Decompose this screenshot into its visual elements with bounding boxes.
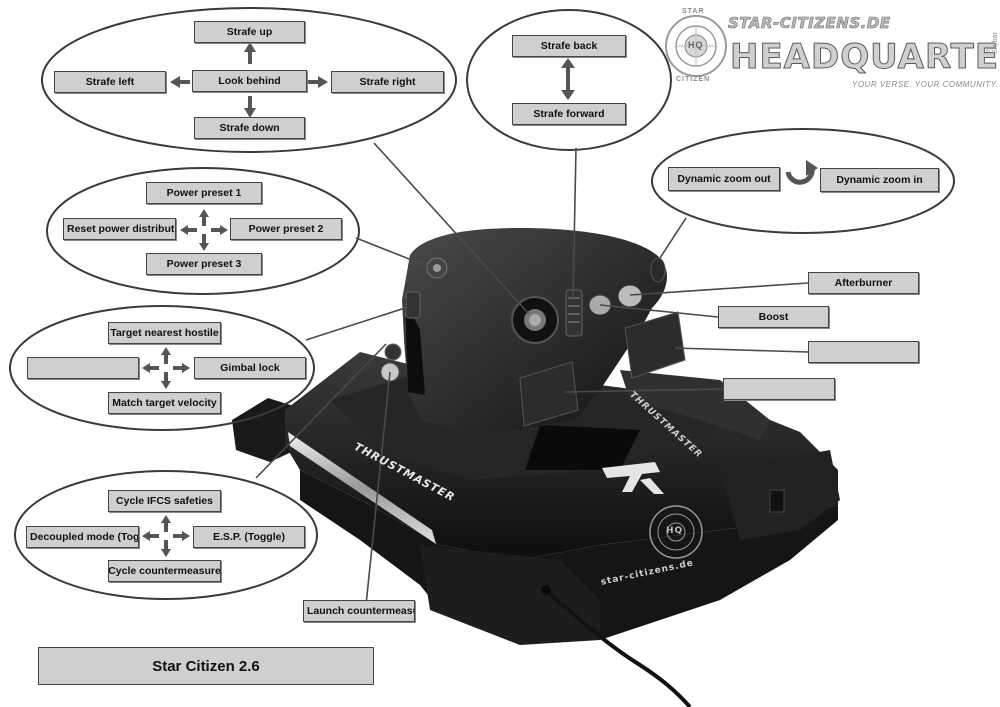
afterburner-label: Afterburner: [808, 272, 919, 294]
look-behind-label: Look behind: [192, 70, 307, 92]
cycle-countermeasure-label: Cycle countermeasure: [108, 560, 221, 582]
power-preset-1-label: Power preset 1: [146, 182, 262, 204]
top-hat-ellipse: [41, 7, 457, 153]
logo-site: STAR-CITIZENS.DE: [728, 14, 891, 33]
power-hat-ellipse: [46, 167, 360, 295]
dynamic-zoom-out-label: Dynamic zoom out: [668, 167, 780, 191]
rotate-icon: [785, 160, 818, 185]
power-preset-2-label: Power preset 2: [230, 218, 342, 240]
boost-label: Boost: [718, 306, 829, 328]
headquarter-seal-icon: [665, 15, 727, 77]
logo-byline: by Skybar: [985, 32, 999, 54]
seal-top-text: STAR: [682, 8, 705, 15]
slider-ellipse: [466, 9, 672, 151]
launch-countermeasure-label: Launch countermeasure: [303, 600, 415, 622]
dynamic-zoom-in-label: Dynamic zoom in: [820, 168, 939, 192]
power-preset-3-label: Power preset 3: [146, 253, 262, 275]
strafe-forward-label: Strafe forward: [512, 103, 626, 125]
target-nearest-hostile-label: Target nearest hostile: [108, 322, 221, 344]
strafe-down-label: Strafe down: [194, 117, 305, 139]
gimbal-lock-label: Gimbal lock: [194, 357, 306, 379]
logo-tagline: YOUR VERSE. YOUR COMMUNITY.: [852, 80, 999, 89]
strafe-right-label: Strafe right: [331, 71, 444, 93]
throttle-grip: [380, 228, 686, 432]
strafe-left-label: Strafe left: [54, 71, 166, 93]
cycle-ifcs-safeties-label: Cycle IFCS safeties: [108, 490, 221, 512]
strafe-up-label: Strafe up: [194, 21, 305, 43]
reset-power-distribution-label: Reset power distribution: [63, 218, 176, 240]
base-seal-mark: HQ: [666, 526, 684, 536]
ifcs-hat-ellipse: [14, 470, 318, 600]
wheel-ellipse: [651, 128, 955, 234]
esp-toggle-label: E.S.P. (Toggle): [193, 526, 305, 548]
logo-name: HEADQUARTER: [729, 37, 1000, 77]
match-target-velocity-label: Match target velocity: [108, 392, 221, 414]
seal-bottom-text: CITIZEN: [676, 76, 711, 83]
target-hat-ellipse: [9, 305, 315, 431]
paddle-upper-label: [808, 341, 919, 363]
seal-mark: HQ: [688, 40, 704, 50]
page-title: Star Citizen 2.6: [38, 647, 374, 685]
target-hat-left-label: [27, 357, 139, 379]
decoupled-mode-label: Decoupled mode (Toggle): [26, 526, 139, 548]
paddle-lower-label: [723, 378, 835, 400]
strafe-back-label: Strafe back: [512, 35, 626, 57]
